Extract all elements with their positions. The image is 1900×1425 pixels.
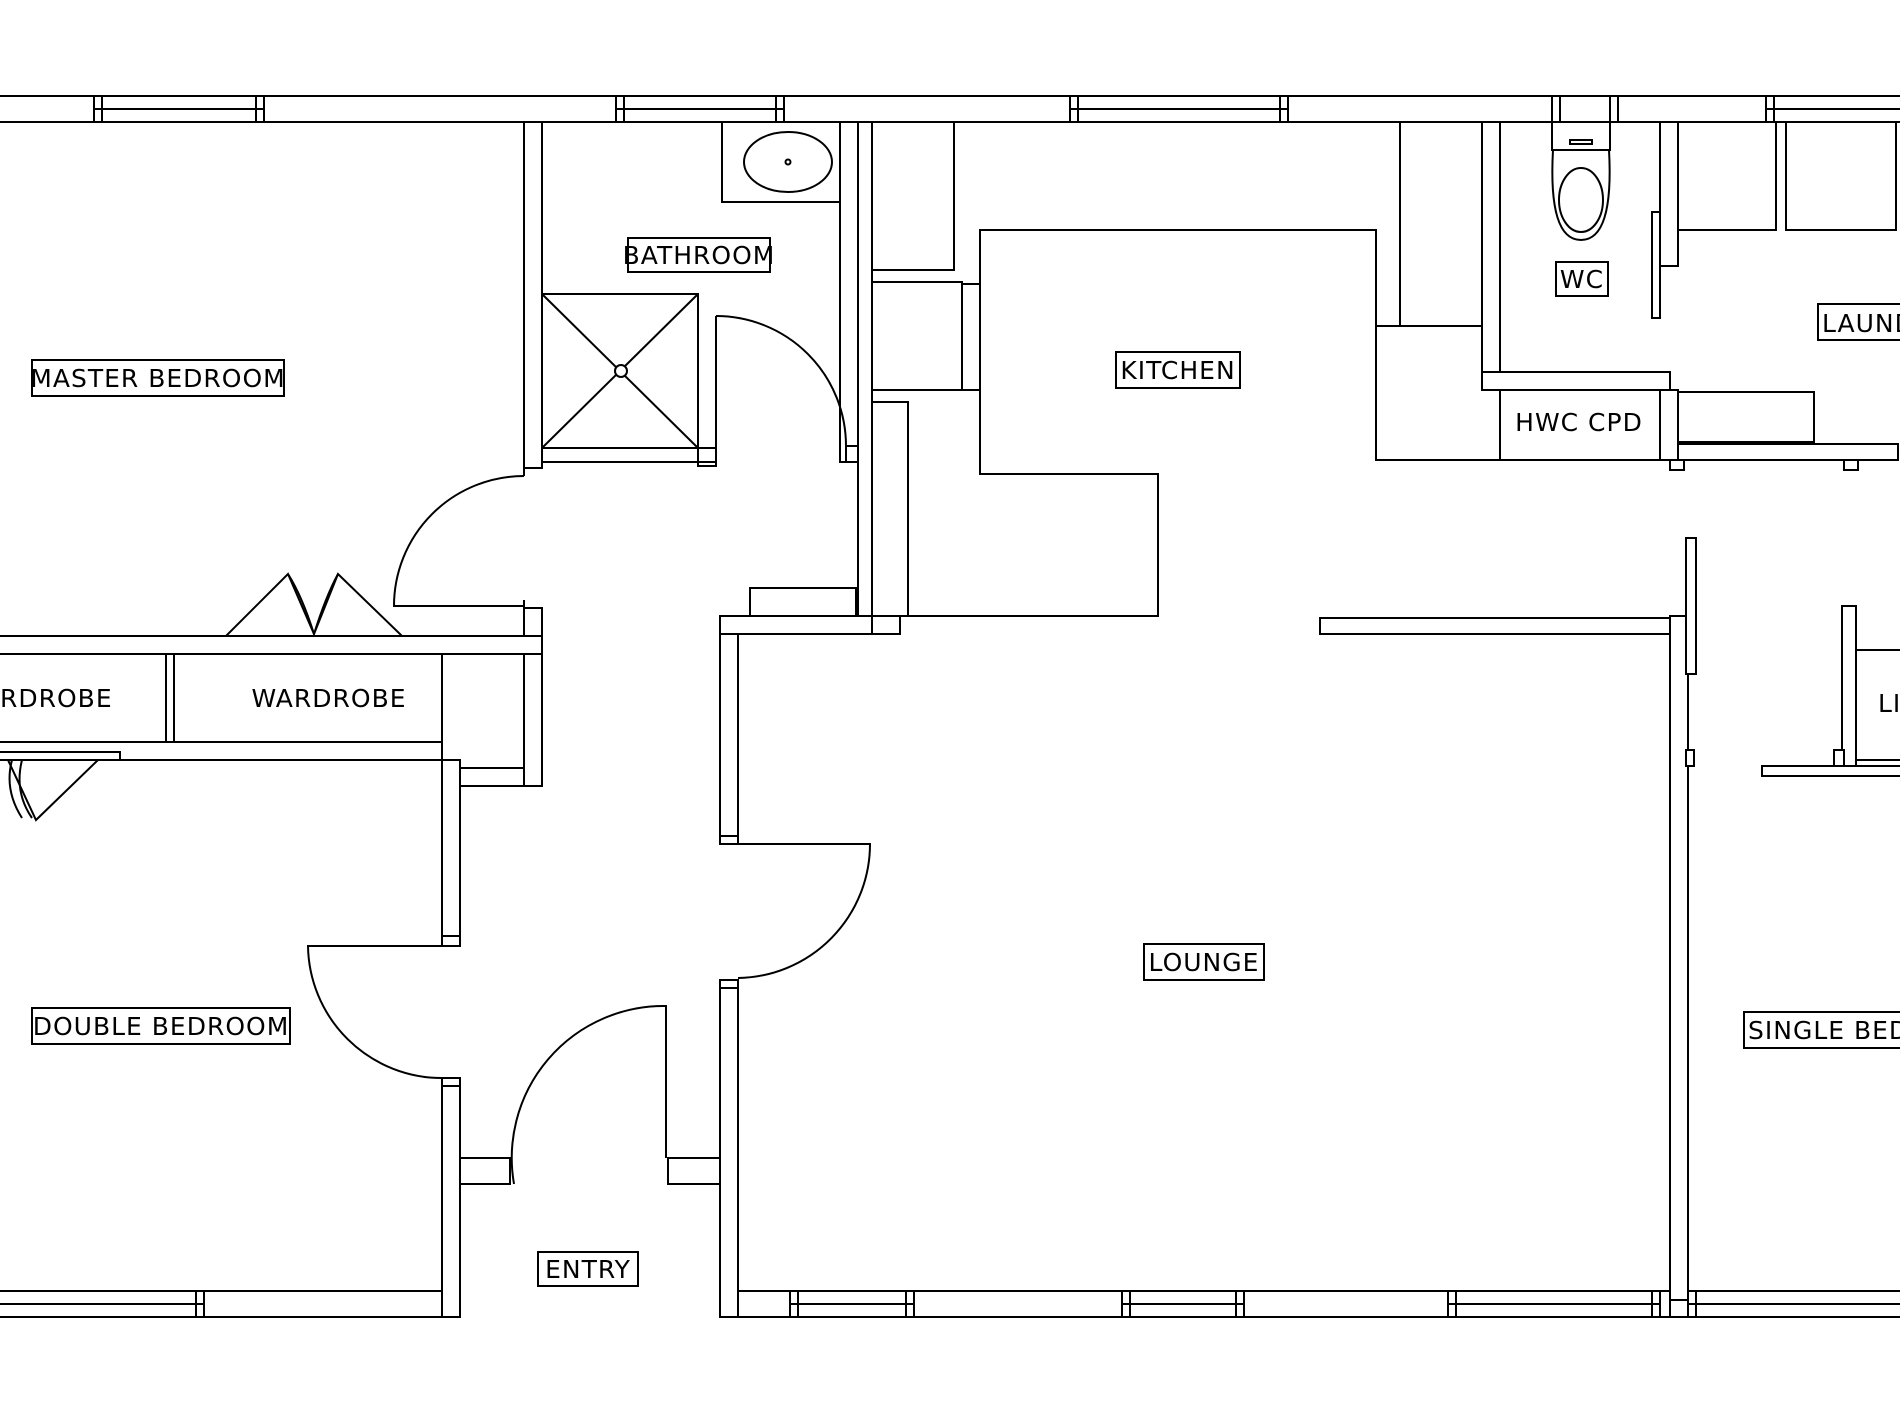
top-windows bbox=[93, 96, 1900, 122]
label-linen: LI bbox=[1878, 689, 1900, 718]
bathroom-fittings bbox=[541, 121, 841, 467]
wall-master-east bbox=[523, 121, 543, 469]
bottom-windows bbox=[0, 1291, 1900, 1317]
wall-lounge-top-right bbox=[1319, 617, 1671, 635]
label-kitchen: KITCHEN bbox=[1120, 356, 1235, 385]
vanity bbox=[721, 121, 841, 203]
label-laundry: LAUND bbox=[1822, 309, 1900, 338]
label-double-bedroom: DOUBLE BEDROOM bbox=[33, 1012, 290, 1041]
label-lounge: LOUNGE bbox=[1149, 948, 1260, 977]
hwc-cupboard bbox=[1499, 389, 1661, 461]
label-master-bedroom: MASTER BEDROOM bbox=[30, 364, 285, 393]
label-hwc-cpd: HWC CPD bbox=[1515, 408, 1643, 437]
interior-walls bbox=[0, 121, 1900, 1318]
basin bbox=[743, 131, 833, 193]
label-wc: WC bbox=[1560, 265, 1604, 294]
kitchen-fittings bbox=[749, 121, 1500, 617]
room-labels: MASTER BEDROOM BATHROOM KITCHEN WC LAUND… bbox=[0, 237, 1900, 1287]
doors bbox=[0, 315, 872, 1185]
top-wall bbox=[0, 95, 1900, 123]
label-wardrobe-left: RDROBE bbox=[0, 684, 113, 713]
toilet bbox=[1551, 121, 1611, 242]
label-entry: ENTRY bbox=[545, 1255, 631, 1284]
wall-wardrobe-top bbox=[0, 635, 543, 655]
label-bathroom: BATHROOM bbox=[623, 241, 776, 270]
label-wardrobe: WARDROBE bbox=[251, 684, 406, 713]
label-single-bedroom: SINGLE BED bbox=[1748, 1016, 1900, 1045]
